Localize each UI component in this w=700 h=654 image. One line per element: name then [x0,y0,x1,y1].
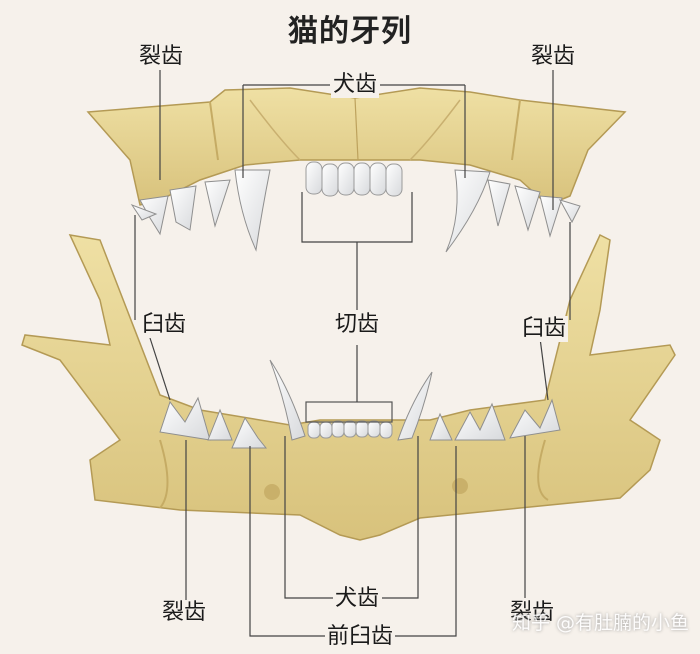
label-upper-right-carnassial: 裂齿 [529,44,578,70]
label-upper-canine: 犬齿 [331,72,380,98]
lower-right-cheek-teeth [429,398,561,441]
label-premolar: 前臼齿 [325,624,396,650]
label-right-molar: 臼齿 [520,316,569,342]
leader-lines [134,70,571,637]
lower-left-canine [269,359,306,441]
upper-right-premolars [487,179,581,238]
upper-right-canine [445,169,491,253]
label-left-molar: 臼齿 [140,312,189,338]
label-lower-right-carnassial: 裂齿 [508,600,557,626]
diagram-title: 猫的牙列 [288,14,412,49]
label-incisor: 切齿 [333,312,382,338]
upper-left-canine [234,169,271,252]
label-lower-canine: 犬齿 [333,586,382,612]
upper-left-premolars [130,179,231,236]
label-upper-left-carnassial: 裂齿 [137,44,186,70]
lower-left-cheek-teeth [159,396,268,449]
lower-right-canine [397,371,433,441]
label-lower-left-carnassial: 裂齿 [160,600,209,626]
watermark: 知乎 @有肚腩的小鱼 [512,612,690,634]
upper-incisors [305,161,403,197]
lower-incisors [307,420,393,439]
lower-jaw [21,233,676,541]
